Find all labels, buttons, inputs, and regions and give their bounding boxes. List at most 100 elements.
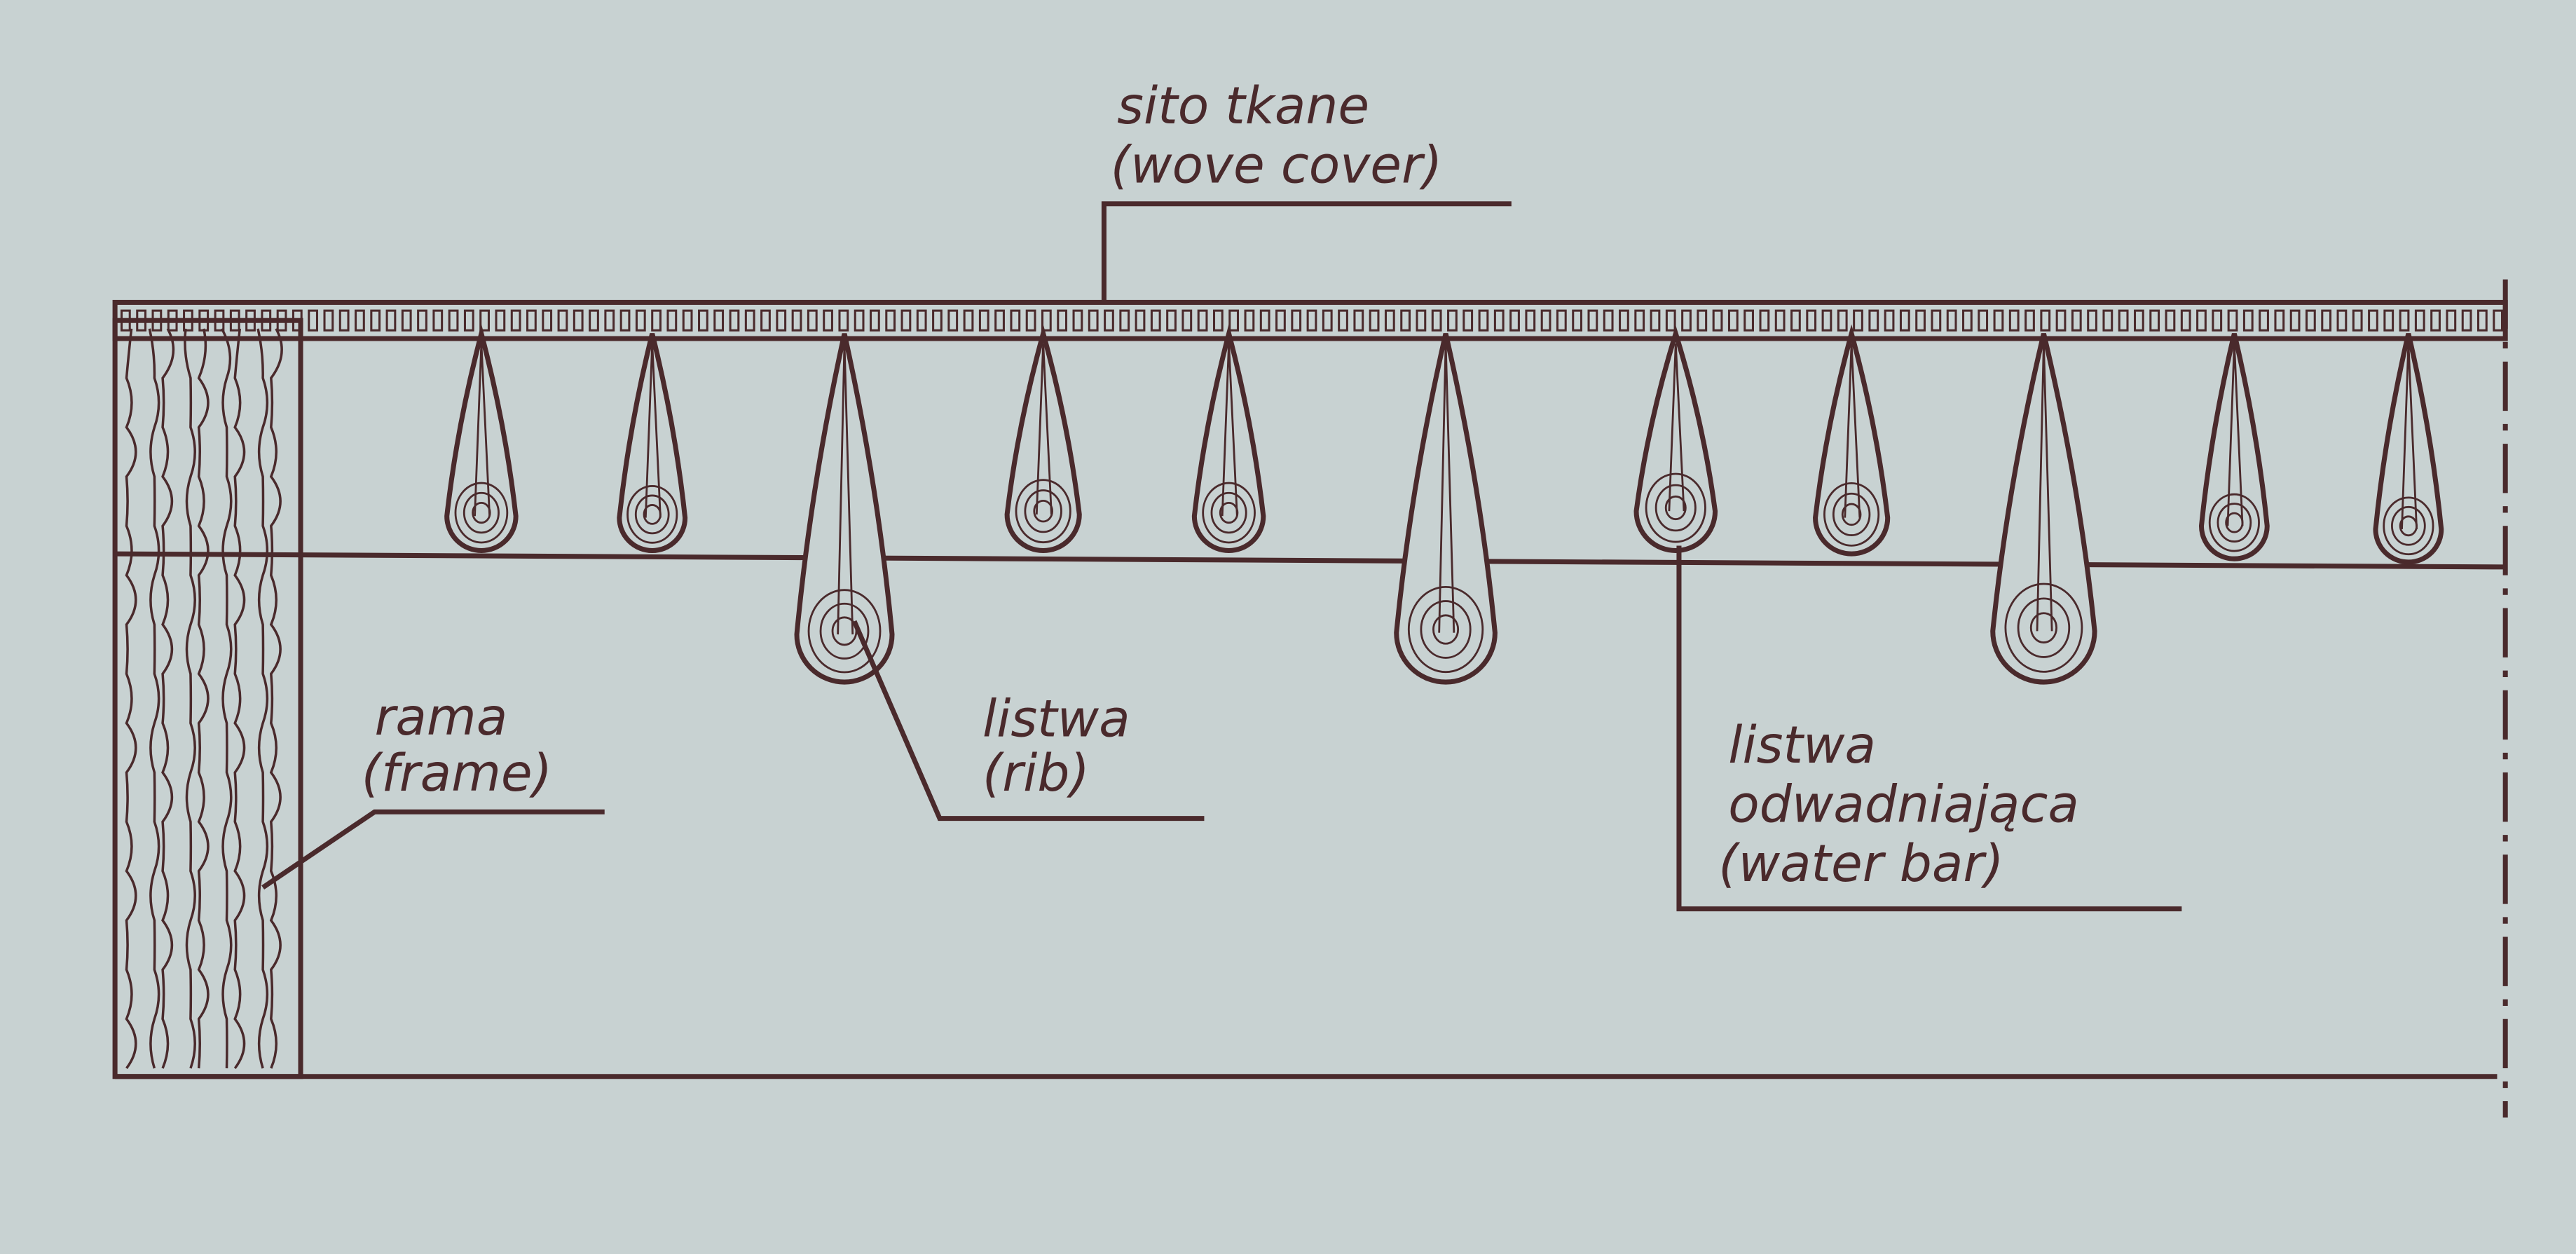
mesh-cell [1088,309,1099,332]
mesh-cell [542,309,553,332]
mesh-cell [2196,309,2207,332]
rib-outline [444,324,519,553]
mesh-cell [1665,309,1676,332]
mesh-cell [2352,309,2363,332]
grain-line [197,328,210,1069]
mesh-cell [604,309,615,332]
mesh-cell [1727,309,1739,332]
mesh-cell [2165,309,2176,332]
rib-outline [794,333,895,685]
mesh-cell [1431,309,1442,332]
mesh-cell [1556,309,1567,332]
rib-outline [1394,333,1498,685]
rib-grain-ring [2004,582,2083,673]
rib [1394,333,1498,685]
mesh-cell [2305,309,2316,332]
mesh-cell [1853,309,1863,332]
mesh-cell [1104,309,1114,332]
grain-line [220,328,233,1069]
rib [617,333,688,553]
mesh-cell [2259,309,2269,332]
rib [1191,324,1266,553]
mesh-cell [1697,309,1708,332]
rib-grain-line [2226,343,2244,526]
mesh-cell [1291,309,1302,332]
mesh-cell [916,309,927,332]
rib-outline [617,333,688,553]
mesh-cell [994,309,1005,332]
mesh-cell [1259,309,1270,332]
mesh-cell [2212,309,2223,332]
rib-grain-ring [2017,597,2071,658]
rib-grain-ring [2208,493,2260,552]
mesh-cell [1946,309,1957,332]
mesh-cell [1135,309,1146,332]
mesh-cell [1462,309,1474,332]
mesh-cell [1790,309,1801,332]
rib [1813,324,1891,557]
mesh-cell [1899,309,1910,332]
mesh-cell [1603,309,1614,332]
rib-leader [851,620,1205,822]
rib-grain-ring [1407,585,1484,674]
rib-grain-line [837,343,854,635]
mesh-cell [2289,309,2301,332]
mesh-cell [713,309,725,332]
mesh-cell [978,309,989,332]
mesh-cell [2040,309,2051,332]
grain-line [184,328,196,1069]
mesh-cell [1212,309,1224,332]
mesh-cell [1806,309,1817,332]
grain-line [148,328,160,1069]
rib-outline [1633,325,1718,553]
mesh-cell [526,309,537,332]
mesh-cell [1228,309,1240,332]
mesh-cell [1978,309,1989,332]
rib-grain-line [1844,343,1861,518]
mesh-cell [1493,309,1505,332]
mesh-cell [870,309,880,332]
mesh-cell [2383,309,2395,332]
mesh-cell [1057,309,1068,332]
mesh-cell [1962,309,1973,332]
mesh-cell [1540,309,1551,332]
rib-grain-line [2401,343,2418,530]
grain-line [256,328,269,1069]
mesh-cell [823,309,833,332]
mesh-cell [2087,309,2097,332]
mesh-cell [432,309,444,332]
mesh-cell [1244,309,1255,332]
rib-outline [1191,324,1266,553]
mesh-cell [1447,309,1458,332]
rib [2373,333,2444,565]
rib-grain-ring [634,494,670,535]
mesh-cell [323,309,334,332]
mesh-cell [682,309,693,332]
mesh-cell [1619,309,1629,332]
mesh-cell [1119,309,1130,332]
grain-line [233,328,246,1070]
rib-grain-ring [2029,612,2057,643]
grain-line [125,328,137,1070]
rib-label-pl: listwa [982,690,1130,749]
mesh-cell [1837,309,1848,332]
mesh-cell [1931,309,1942,332]
mesh-cell [2180,309,2191,332]
mesh-cell [1072,309,1083,332]
mesh-cell [729,309,740,332]
mesh-cell [1181,309,1193,332]
rib-grain-ring [2217,503,2252,543]
mesh-cell [791,309,802,332]
rib-grain-line [2036,343,2053,632]
mesh-cell [448,309,459,332]
rib [444,324,519,553]
frame-label-pl: rama [375,688,508,747]
mesh-cell [2430,309,2441,332]
rib-grain-ring [1645,472,1706,543]
mesh-cell [947,309,959,332]
frame-label-en: (frame) [362,744,552,803]
water-bar-label-pl-2: odwadniająca [1728,775,2079,834]
mesh-cell [1884,309,1895,332]
mesh-cell [1322,309,1333,332]
